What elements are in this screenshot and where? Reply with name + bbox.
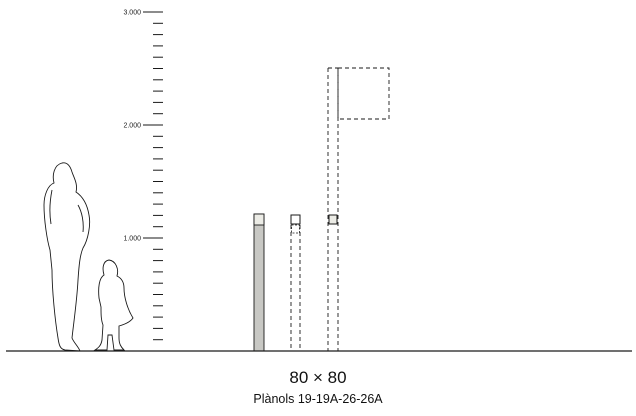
pole-solid [253, 213, 265, 352]
pole-dashed-tall-with-flag [327, 67, 390, 351]
pole-dashed-short [290, 214, 301, 351]
adult-silhouette [43, 162, 91, 352]
scale-label: 3.000 [123, 10, 141, 17]
height-scale: 3.000 2.000 1.000 [123, 10, 163, 341]
scale-label: 1.000 [123, 236, 141, 243]
scale-label: 2.000 [123, 123, 141, 130]
child-silhouette [93, 259, 134, 351]
pole-solid-cap [253, 213, 265, 226]
caption-subtitle: Plànols 19-19A-26-26A [253, 392, 383, 406]
caption-title: 80 × 80 [289, 368, 347, 387]
